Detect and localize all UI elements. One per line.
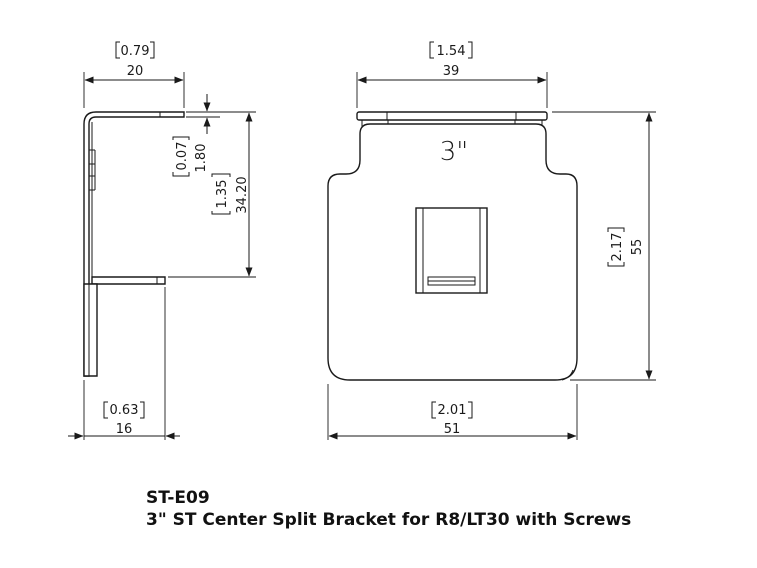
dim-front-bottom-width-inch: 2.01 [438,403,467,418]
title-block: ST-E09 3" ST Center Split Bracket for R8… [146,487,631,531]
dim-side-thickness-mm: 1.80 [194,144,209,173]
side-view-plate [83,111,185,377]
side-view [83,111,185,377]
dim-front-height: 2.17 55 [552,111,656,381]
dim-front-top-width: 1.54 39 [356,41,548,108]
dim-front-bottom-width-mm: 51 [444,422,461,437]
dim-side-leg-spacing: 1.35 34.20 [168,111,256,278]
dim-side-bottom-width: 0.63 16 [68,287,180,440]
dim-front-height-mm: 55 [630,239,645,256]
dim-side-top-width-inch: 0.79 [121,44,150,59]
dim-front-top-width-inch: 1.54 [437,44,466,59]
front-view-top-flange [356,111,548,121]
dim-side-thickness: 0.07 1.80 [172,94,220,177]
dim-front-height-inch: 2.17 [610,233,625,262]
part-description: 3" ST Center Split Bracket for R8/LT30 w… [146,510,632,530]
dim-front-top-width-mm: 39 [443,64,460,79]
dim-front-bottom-width: 2.01 51 [327,384,578,440]
front-view: 3" [327,111,578,381]
dim-side-top-width-mm: 20 [127,64,144,79]
dim-side-leg-spacing-inch: 1.35 [215,180,230,209]
dim-side-bottom-width-inch: 0.63 [110,403,139,418]
part-marking: 3" [440,137,469,167]
side-view-lower-leg [91,276,166,285]
front-view-cutout [415,207,488,294]
dim-side-bottom-width-mm: 16 [116,422,133,437]
dim-side-top-width: 0.79 20 [83,41,185,108]
dim-side-thickness-inch: 0.07 [175,142,190,171]
dim-side-leg-spacing-mm: 34.20 [235,176,250,213]
part-number: ST-E09 [146,488,210,508]
